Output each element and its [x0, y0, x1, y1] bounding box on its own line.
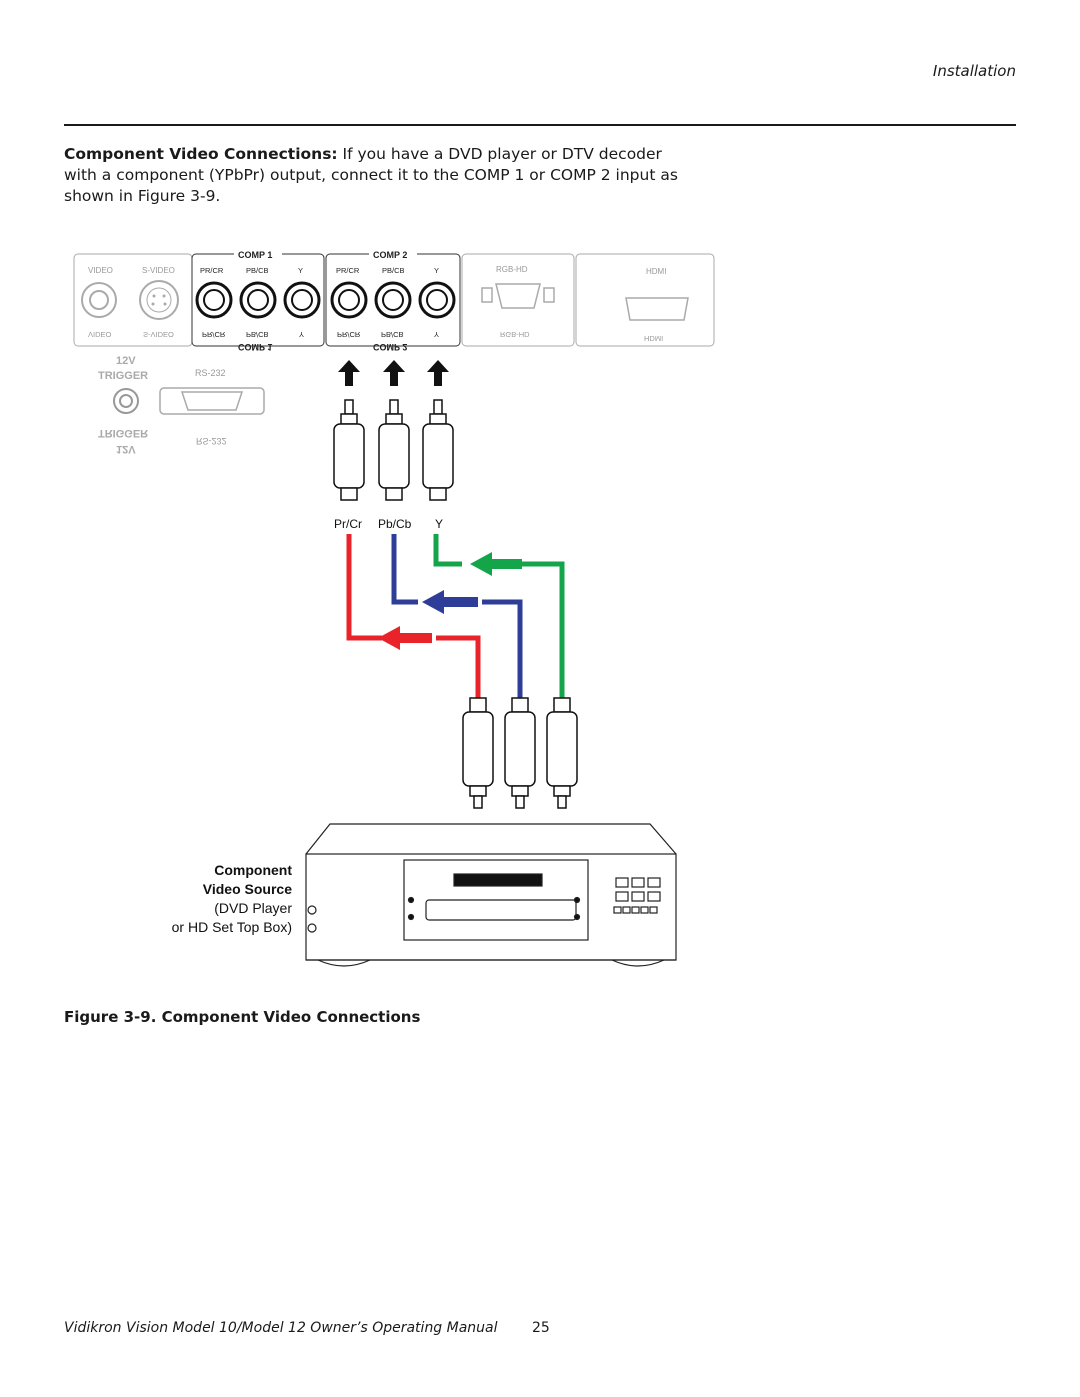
- dvd-led-1: [307, 905, 317, 915]
- dvd-led-2: [307, 923, 317, 933]
- video-label-mirrored: VIDEO: [88, 330, 112, 339]
- dvd-foot-right: [611, 959, 665, 967]
- rs232-label-mirrored: RS-232: [196, 436, 227, 446]
- comp1-label-mirrored: COMP 1: [238, 342, 272, 352]
- v12-label: 12V: [116, 355, 136, 367]
- comp1-label: COMP 1: [238, 250, 272, 260]
- upper-plug-pr: [333, 399, 365, 501]
- comp2-pb-mirrored: PB/CB: [381, 330, 404, 339]
- arrow-green: [470, 552, 522, 576]
- comp1-y-label: Y: [298, 266, 303, 275]
- comp2-label-mirrored: COMP 2: [373, 342, 407, 352]
- intro-paragraph: Component Video Connections: If you have…: [64, 144, 684, 207]
- cable-red-upper: [346, 534, 382, 641]
- source-title-1: Component: [214, 862, 292, 878]
- cable-green-upper: [433, 534, 462, 567]
- comp1-y-mirrored: Y: [299, 330, 304, 339]
- arrow-up-pr: [338, 360, 360, 386]
- svideo-jack: [139, 280, 179, 320]
- arrow-red: [378, 626, 432, 650]
- trigger-label: TRIGGER: [98, 370, 148, 382]
- upper-rca-plugs: [333, 399, 454, 501]
- intro-text: If you have a DVD player or DTV decoder …: [64, 145, 678, 205]
- figure-caption: Figure 3-9. Component Video Connections: [64, 1008, 421, 1026]
- dvd-foot-left: [317, 959, 371, 967]
- hdmi-label: HDMI: [646, 267, 666, 276]
- footer-title: Vidikron Vision Model 10/Model 12 Owner’…: [64, 1320, 498, 1336]
- comp2-label: COMP 2: [373, 250, 407, 260]
- rgbhd-port: [481, 283, 555, 309]
- section-header: Installation: [932, 62, 1016, 80]
- trigger-label-mirrored: TRIGGER: [98, 427, 148, 439]
- comp1-jacks: [195, 281, 321, 319]
- rgbhd-label-mirrored: RGB-HD: [500, 330, 530, 339]
- source-line-4: or HD Set Top Box): [172, 919, 292, 935]
- cable-blue-upper: [391, 534, 418, 605]
- connection-diagram: VIDEO S-VIDEO RGB-HD HDMI COMP 1 COMP 2 …: [73, 248, 715, 967]
- hdmi-port: [625, 297, 689, 321]
- lower-plug-y: [546, 697, 578, 809]
- upper-plug-pb: [378, 399, 410, 501]
- comp2-y-label: Y: [434, 266, 439, 275]
- cable-label-pr: Pr/Cr: [334, 517, 362, 531]
- comp1-pr-mirrored: PR/CR: [202, 330, 226, 339]
- signal-arrows: [378, 552, 522, 650]
- intro-lead: Component Video Connections:: [64, 145, 338, 163]
- rgbhd-group: [461, 253, 575, 347]
- rs232-port: [159, 387, 265, 415]
- page-number: 25: [532, 1320, 550, 1336]
- v12-label-mirrored: 12V: [116, 443, 136, 455]
- dvd-buttons: [613, 877, 661, 914]
- comp2-pr-mirrored: PR/CR: [337, 330, 361, 339]
- lower-plug-pr: [462, 697, 494, 809]
- svideo-label: S-VIDEO: [142, 266, 175, 275]
- up-arrows: [338, 360, 449, 386]
- source-line-3: (DVD Player: [214, 900, 292, 916]
- cable-red-lower: [436, 635, 481, 698]
- disc-tray: [425, 899, 577, 921]
- dvd-display: [453, 873, 543, 887]
- dvd-panel: [403, 859, 589, 941]
- header-rule: [64, 124, 1016, 126]
- cable-green-lower: [522, 561, 565, 698]
- comp2-pr-label: PR/CR: [336, 266, 360, 275]
- rgbhd-label: RGB-HD: [496, 265, 528, 274]
- comp1-pr-label: PR/CR: [200, 266, 224, 275]
- trigger-jack: [113, 388, 139, 414]
- upper-plug-y: [422, 399, 454, 501]
- svideo-label-mirrored: S-VIDEO: [143, 330, 174, 339]
- comp1-pb-label: PB/CB: [246, 266, 269, 275]
- cable-blue-lower: [482, 599, 523, 698]
- comp2-pb-label: PB/CB: [382, 266, 405, 275]
- rs232-label: RS-232: [195, 368, 226, 378]
- dvd-top: [305, 823, 677, 855]
- cable-label-y: Y: [435, 517, 443, 531]
- comp1-pb-mirrored: PB/CB: [246, 330, 269, 339]
- comp2-jacks: [330, 281, 456, 319]
- lower-rca-plugs: [462, 697, 578, 809]
- video-label: VIDEO: [88, 266, 113, 275]
- cable-label-pb: Pb/Cb: [378, 517, 412, 531]
- hdmi-label-mirrored: HDMI: [644, 334, 663, 343]
- lower-plug-pb: [504, 697, 536, 809]
- arrow-up-pb: [383, 360, 405, 386]
- dvd-player: [305, 823, 677, 967]
- source-title-2: Video Source: [203, 881, 292, 897]
- hdmi-group: [575, 253, 715, 347]
- arrow-blue: [422, 590, 478, 614]
- arrow-up-y: [427, 360, 449, 386]
- comp2-y-mirrored: Y: [434, 330, 439, 339]
- video-jack: [81, 282, 117, 318]
